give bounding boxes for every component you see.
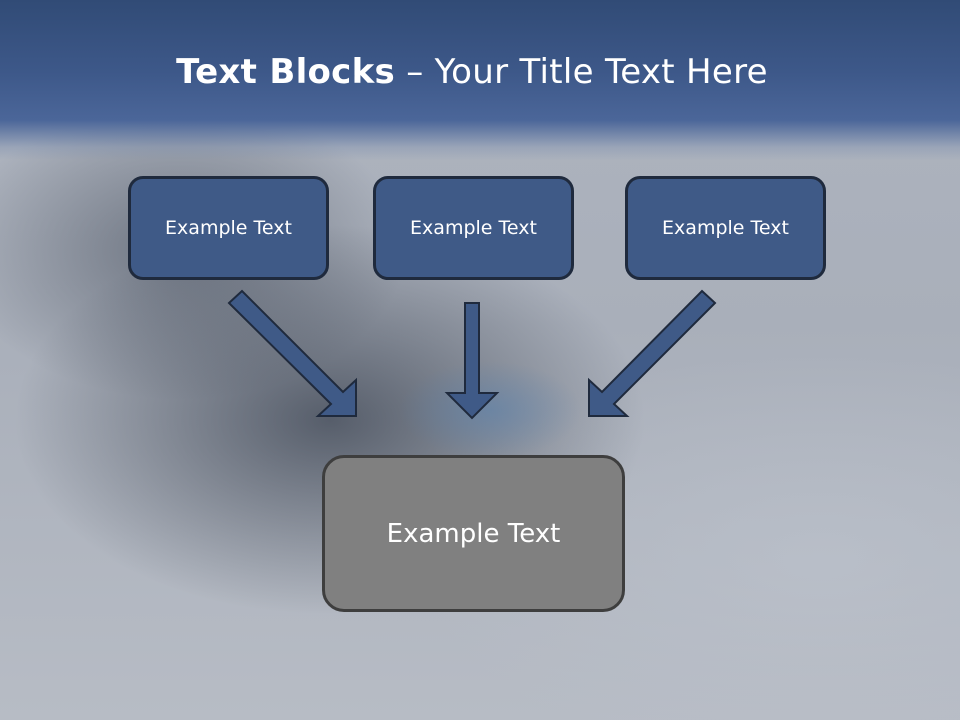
title-bold: Text Blocks <box>176 52 396 92</box>
text-block-left: Example Text <box>128 176 329 280</box>
target-block: Example Text <box>322 455 625 612</box>
arrow-right-icon <box>588 289 717 417</box>
arrow-center-icon <box>444 302 500 420</box>
arrow-left-icon <box>227 289 357 417</box>
text-block-right-label: Example Text <box>662 217 789 239</box>
text-block-center: Example Text <box>373 176 574 280</box>
target-block-label: Example Text <box>386 518 561 549</box>
slide-title: Text Blocks – Your Title Text Here <box>0 52 944 92</box>
title-bar <box>0 0 960 160</box>
title-rest: – Your Title Text Here <box>395 52 768 92</box>
text-block-left-label: Example Text <box>165 217 292 239</box>
text-block-center-label: Example Text <box>410 217 537 239</box>
text-block-right: Example Text <box>625 176 826 280</box>
